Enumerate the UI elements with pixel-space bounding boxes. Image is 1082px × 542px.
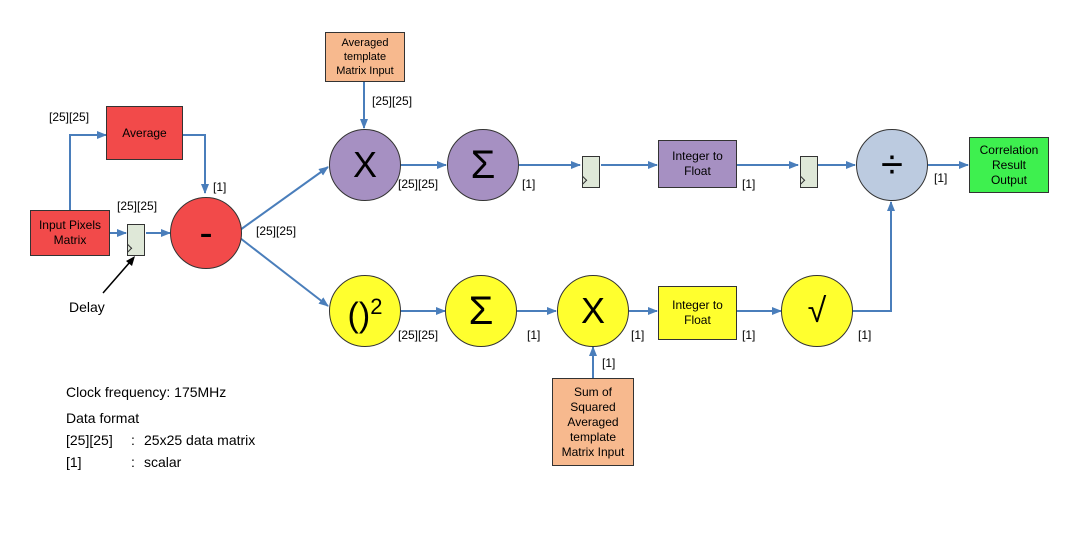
square-icon: ()2	[348, 290, 383, 332]
sum-operator-bottom: Σ	[445, 275, 517, 347]
arrow-subtract-to-square	[239, 237, 329, 307]
divide-operator: ÷	[856, 129, 928, 201]
label-template-width: [25][25]	[372, 94, 413, 108]
multiply-icon: X	[580, 290, 605, 331]
sigma-icon: Σ	[470, 143, 496, 187]
arrow-sqrt-to-divide	[853, 201, 895, 312]
sqrt-operator: √	[781, 275, 853, 347]
clock-frequency: Clock frequency: 175MHz	[66, 384, 227, 400]
divide-icon: ÷	[881, 143, 903, 187]
label-input-average-width: [25][25]	[49, 110, 90, 124]
legend-row2-desc: scalar	[144, 454, 182, 470]
data-format-heading: Data format	[66, 410, 140, 426]
sigma-icon: Σ	[468, 289, 494, 333]
minus-icon: -	[199, 211, 213, 255]
multiply-operator-bottom: X	[557, 275, 629, 347]
label-square-out-width: [25][25]	[398, 328, 439, 342]
label-intfloat-top-width: [1]	[742, 177, 756, 191]
delay-pointer-arrow	[102, 261, 131, 294]
square-base: ()	[347, 296, 371, 335]
average-block: Average	[106, 106, 183, 160]
input-pixels-block: Input Pixels Matrix	[30, 210, 110, 256]
integer-to-float-bottom: Integer to Float	[658, 286, 737, 340]
label-sqrt-out-width: [1]	[858, 328, 872, 342]
sum-operator-top: Σ	[447, 129, 519, 201]
delay-register-top-1	[582, 156, 600, 188]
label-intfloat-bottom-width: [1]	[742, 328, 756, 342]
legend-row1-key: [25][25]	[66, 432, 113, 448]
averaged-template-block: Averaged template Matrix Input	[325, 32, 405, 82]
label-sum-top-width: [1]	[522, 177, 536, 191]
square-exponent: 2	[370, 293, 383, 319]
correlation-output-block: Correlation Result Output	[969, 137, 1049, 193]
label-delay-width: [25][25]	[117, 199, 158, 213]
integer-to-float-top: Integer to Float	[658, 140, 737, 188]
legend-row2-sep: :	[131, 454, 135, 470]
arrow-input-to-average	[69, 131, 107, 210]
label-multiply-bottom-width: [1]	[631, 328, 645, 342]
legend-row1-sep: :	[131, 432, 135, 448]
delay-label: Delay	[69, 299, 105, 315]
multiply-icon: X	[352, 144, 377, 185]
label-sum-bottom-width: [1]	[527, 328, 541, 342]
label-average-out-width: [1]	[213, 180, 227, 194]
sum-squared-template-block: Sum of Squared Averaged template Matrix …	[552, 378, 634, 466]
label-multiply-top-width: [25][25]	[398, 177, 439, 191]
sqrt-icon: √	[807, 292, 827, 330]
legend-row2-key: [1]	[66, 454, 82, 470]
subtract-operator: -	[170, 197, 242, 269]
square-operator: ()2	[329, 275, 401, 347]
arrow-average-to-subtract	[183, 134, 209, 194]
label-subtract-out-width: [25][25]	[256, 224, 297, 238]
multiply-operator-top: X	[329, 129, 401, 201]
label-sumsq-width: [1]	[602, 356, 616, 370]
label-divide-out-width: [1]	[934, 171, 948, 185]
delay-register-input	[127, 224, 145, 256]
delay-register-top-2	[800, 156, 818, 188]
arrow-subtract-to-multiply	[239, 166, 329, 231]
legend-row1-desc: 25x25 data matrix	[144, 432, 256, 448]
